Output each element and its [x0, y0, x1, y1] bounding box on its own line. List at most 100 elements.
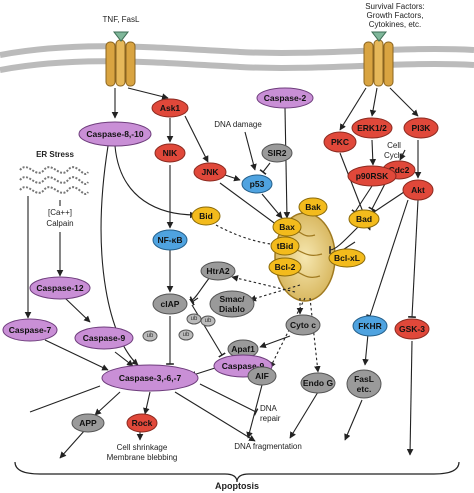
node-caspase2-label: Caspase-2: [264, 93, 307, 103]
node-caspase2[interactable]: Caspase-2: [256, 87, 314, 109]
dna-repair-label-1: DNA: [260, 404, 278, 413]
node-fkhr-label: FKHR: [358, 321, 382, 331]
dna-repair-label-2: repair: [260, 414, 281, 423]
node-endog-label: Endo G: [303, 378, 334, 388]
node-caspase7[interactable]: Caspase-7: [2, 318, 58, 342]
ub-tag-4: ub: [178, 329, 194, 341]
node-gsk3[interactable]: GSK-3: [394, 318, 430, 340]
node-p90rsk[interactable]: p90RSK: [347, 165, 397, 187]
node-pkc[interactable]: PKC: [323, 131, 357, 153]
node-ask1[interactable]: Ask1: [151, 98, 189, 118]
node-akt-label: Akt: [411, 185, 425, 195]
node-akt[interactable]: Akt: [402, 179, 434, 201]
node-htra2[interactable]: HtrA2: [200, 261, 236, 281]
cell-shrinkage-label-1: Cell shrinkage: [117, 443, 168, 452]
node-bax[interactable]: Bax: [272, 217, 302, 237]
calpain-label: Calpain: [46, 219, 73, 228]
apoptosis-label: Apoptosis: [215, 481, 259, 491]
node-nfkb[interactable]: NF-κB: [152, 229, 188, 251]
ub-tag-2: ub: [186, 313, 202, 325]
node-p53[interactable]: p53: [241, 174, 273, 194]
cell-membrane: [0, 43, 474, 73]
node-caspase9-right-label: Caspase-9: [222, 361, 265, 371]
node-caspase9-left-label: Caspase-9: [83, 333, 126, 343]
node-ciap-label: cIAP: [161, 299, 180, 309]
ub-tag-3: ub: [200, 315, 216, 327]
node-pi3k-label: PI3K: [412, 123, 432, 133]
tnf-receptor: [105, 31, 136, 87]
node-erk12[interactable]: ERK1/2: [351, 117, 393, 139]
cell-cycle-label-2: Cycle: [384, 151, 405, 160]
node-htra2-label: HtrA2: [206, 266, 229, 276]
node-p90rsk-label: p90RSK: [356, 171, 389, 181]
node-smac-label-1: Smac/: [219, 294, 245, 304]
ub-tag-1: ub: [142, 330, 158, 342]
node-pi3k[interactable]: PI3K: [403, 117, 439, 139]
node-fasl-label-2: etc.: [357, 384, 372, 394]
node-smac-diablo[interactable]: Smac/ Diablo: [209, 290, 255, 318]
node-rock[interactable]: Rock: [126, 413, 158, 433]
node-tbid-label: tBid: [277, 241, 294, 251]
node-bax-label: Bax: [279, 222, 295, 232]
dna-fragmentation-label: DNA fragmentation: [234, 442, 302, 451]
node-caspase7-label: Caspase-7: [9, 325, 52, 335]
node-fasl[interactable]: FasL etc.: [346, 369, 382, 399]
node-aif[interactable]: AIF: [247, 366, 277, 386]
node-caspase12[interactable]: Caspase-12: [29, 276, 91, 300]
survival-factors-label-3: Cytokines, etc.: [369, 20, 421, 29]
apoptosis-bracket: [14, 461, 460, 483]
node-pkc-label: PKC: [331, 137, 349, 147]
node-caspase12-label: Caspase-12: [36, 283, 84, 293]
survival-factors-label-1: Survival Factors:: [365, 2, 425, 11]
node-caspase810[interactable]: Caspase-8,-10: [78, 121, 152, 147]
node-ciap[interactable]: cIAP: [152, 293, 188, 315]
node-sir2-label: SIR2: [268, 148, 287, 158]
node-caspase9-left[interactable]: Caspase-9: [74, 326, 134, 350]
node-bid[interactable]: Bid: [191, 206, 221, 226]
ub-tag-2-label: ub: [191, 316, 198, 322]
dna-damage-label: DNA damage: [214, 120, 262, 129]
er-stress-icon: [19, 166, 89, 195]
node-bclxl-label: Bcl-xL: [334, 253, 360, 263]
node-fasl-label-1: FasL: [354, 374, 374, 384]
node-bak[interactable]: Bak: [298, 197, 328, 217]
ub-tag-4-label: ub: [183, 332, 190, 338]
node-p53-label: p53: [250, 179, 265, 189]
node-bad-label: Bad: [356, 214, 372, 224]
node-caspase367-label: Caspase-3,-6,-7: [119, 373, 182, 383]
ub-tag-1-label: ub: [147, 333, 154, 339]
node-bid-label: Bid: [199, 211, 213, 221]
node-erk12-label: ERK1/2: [357, 123, 387, 133]
calcium-label: [Ca++]: [48, 208, 72, 217]
survival-factors-label-2: Growth Factors,: [367, 11, 424, 20]
node-sir2[interactable]: SIR2: [261, 143, 293, 163]
node-tbid[interactable]: tBid: [270, 236, 300, 256]
node-jnk[interactable]: JNK: [193, 162, 227, 182]
node-bclxl[interactable]: Bcl-xL: [328, 248, 366, 268]
node-gsk3-label: GSK-3: [399, 324, 425, 334]
node-bad[interactable]: Bad: [348, 209, 380, 229]
node-nik-label: NIK: [163, 148, 179, 158]
node-cytoc[interactable]: Cyto c: [285, 314, 321, 336]
node-ask1-label: Ask1: [160, 103, 181, 113]
node-bcl2[interactable]: Bcl-2: [268, 257, 302, 277]
cell-cycle-label-1: Cell: [387, 141, 401, 150]
pathway-edges: [24, 87, 422, 459]
node-apaf1-label: Apaf1: [231, 344, 255, 354]
node-nik[interactable]: NIK: [154, 143, 186, 163]
cell-shrinkage-label-2: Membrane blebbing: [107, 453, 178, 462]
node-rock-label: Rock: [132, 418, 153, 428]
node-cdc2-label: Cdc2: [389, 165, 410, 175]
ub-tag-3-label: ub: [205, 318, 212, 324]
node-cytoc-label: Cyto c: [290, 320, 316, 330]
node-aif-label: AIF: [255, 371, 269, 381]
node-jnk-label: JNK: [201, 167, 219, 177]
node-fkhr[interactable]: FKHR: [352, 315, 388, 337]
node-caspase367[interactable]: Caspase-3,-6,-7: [101, 364, 199, 392]
node-app[interactable]: APP: [71, 413, 105, 433]
node-app-label: APP: [79, 418, 97, 428]
node-endog[interactable]: Endo G: [300, 372, 336, 394]
node-nfkb-label: NF-κB: [157, 235, 182, 245]
er-stress-label: ER Stress: [36, 150, 74, 159]
